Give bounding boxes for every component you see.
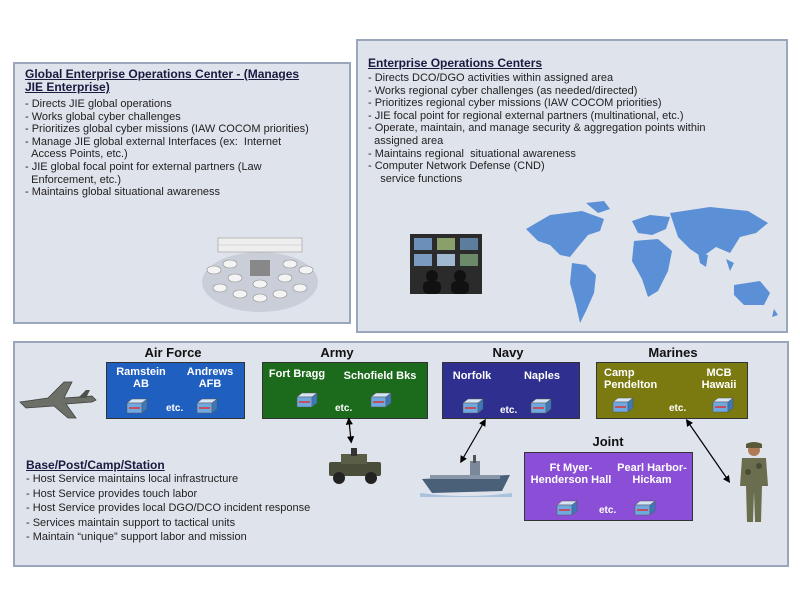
site-ft-myer-line-1: Ft Myer-	[549, 462, 593, 474]
operations-center-icon	[202, 237, 318, 312]
base-bullets: - Host Service maintains local infrastru…	[26, 472, 310, 545]
marines-etc: etc.	[669, 403, 687, 414]
gemc-bullet: Access Points, etc.)	[25, 148, 128, 161]
eoc-bullet: service functions	[368, 172, 463, 185]
gemc-bullet: - Prioritizes global cyber missions (IAW…	[25, 123, 309, 136]
network-node-icon	[370, 392, 392, 408]
eoc-panel: Enterprise Operations Centers - Directs …	[356, 39, 788, 333]
network-node-icon	[196, 398, 218, 414]
marines-soldier-arrow	[685, 419, 731, 483]
site-naples: Naples	[516, 370, 568, 382]
site-camp-pendelton: Camp Pendelton	[598, 367, 668, 391]
world-map-icon	[526, 201, 778, 323]
site-ft-myer-line-2: Henderson Hall	[530, 474, 612, 486]
site-camp-pendelton-line-1: Camp	[604, 367, 635, 379]
navy-box	[442, 362, 580, 419]
army-etc: etc.	[335, 403, 353, 414]
air-force-etc: etc.	[166, 403, 184, 414]
site-ramstein-line-2: AB	[133, 378, 149, 390]
gemc-bullet: - JIE global focal point for external pa…	[25, 160, 262, 173]
site-ramstein: Ramstein AB	[110, 366, 172, 390]
site-fort-bragg-line-1: Fort Bragg	[268, 368, 326, 380]
network-node-icon	[556, 500, 578, 516]
network-node-icon	[634, 500, 656, 516]
gemc-bullet: - Directs JIE global operations	[25, 98, 172, 110]
gemc-title-line-1: Global Enterprise Operations Center - (M…	[25, 67, 300, 81]
base-bullet: - Services maintain support to tactical …	[26, 516, 236, 529]
joint-box	[524, 452, 693, 521]
army-box	[262, 362, 428, 419]
navy-etc: etc.	[500, 405, 518, 416]
site-schofield: Schofield Bks	[334, 370, 426, 382]
eoc-bullet: - JIE focal point for regional external …	[368, 109, 684, 122]
eoc-bullet: assigned area	[368, 134, 444, 147]
service-label-air-force: Air Force	[144, 345, 202, 360]
eoc-bullet: - Maintains regional situational awarene…	[368, 147, 576, 160]
base-bullet: - Host Service maintains local infrastru…	[26, 473, 239, 485]
humvee-icon	[329, 448, 381, 484]
base-bullet: - Maintain “unique” support labor and mi…	[26, 531, 247, 544]
gemc-title-line-2: JIE Enterprise)	[25, 80, 110, 94]
network-node-icon	[712, 397, 734, 413]
site-pearl-harbor-line-1: Pearl Harbor-	[617, 462, 687, 474]
service-label-marines: Marines	[648, 345, 698, 360]
site-mcb-hawaii: MCB Hawaii	[692, 367, 746, 391]
gemc-bullet: - Maintains global situational awareness	[25, 186, 221, 199]
network-node-icon	[296, 392, 318, 408]
eoc-bullet: - Prioritizes regional cyber missions (I…	[368, 97, 662, 110]
aircraft-carrier-icon	[420, 455, 512, 497]
network-node-icon	[462, 398, 484, 414]
service-label-navy: Navy	[492, 345, 524, 360]
site-schofield-line-1: Schofield Bks	[343, 370, 417, 382]
gemc-bullet: - Manage JIE global external Interfaces …	[25, 135, 282, 148]
site-mcb-hawaii-line-1: MCB	[706, 367, 732, 379]
site-norfolk-line-1: Norfolk	[452, 370, 492, 382]
network-node-icon	[612, 397, 634, 413]
base-title: Base/Post/Camp/Station	[26, 458, 165, 472]
network-node-icon	[126, 398, 148, 414]
site-mcb-hawaii-line-2: Hawaii	[701, 379, 737, 391]
navy-carrier-arrow	[460, 418, 486, 464]
service-label-joint: Joint	[592, 434, 624, 449]
eoc-bullets: - Directs DCO/DGO activities within assi…	[368, 72, 706, 185]
site-pearl-harbor-line-2: Hickam	[632, 474, 672, 486]
base-bullet: - Host Service provides local DGO/DCO in…	[26, 502, 311, 515]
site-ramstein-line-1: Ramstein	[116, 366, 166, 378]
soldier-icon	[740, 442, 768, 522]
eoc-bullet: - Operate, maintain, and manage security…	[368, 122, 706, 135]
gemc-bullet: - Works global cyber challenges	[25, 110, 181, 123]
gemc-title: Global Enterprise Operations Center - (M…	[25, 68, 299, 94]
joint-etc: etc.	[599, 505, 617, 516]
eoc-bullet: - Computer Network Defense (CND)	[368, 160, 545, 173]
network-node-icon	[530, 398, 552, 414]
site-norfolk: Norfolk	[446, 370, 498, 382]
site-naples-line-1: Naples	[523, 370, 561, 382]
army-humvee-arrow	[345, 417, 355, 444]
eoc-bullet: - Directs DCO/DGO activities within assi…	[368, 72, 614, 84]
site-pearl-harbor: Pearl Harbor- Hickam	[610, 462, 694, 486]
eoc-title: Enterprise Operations Centers	[368, 56, 543, 70]
service-label-army: Army	[320, 345, 354, 360]
site-andrews-line-2: AFB	[198, 378, 222, 390]
site-andrews: Andrews AFB	[178, 366, 242, 390]
fighter-jet-icon	[19, 381, 97, 419]
site-fort-bragg: Fort Bragg	[264, 368, 330, 380]
eoc-bullet: - Works regional cyber challenges (as ne…	[368, 84, 638, 97]
base-bullet: - Host Service provides touch labor	[26, 487, 198, 500]
operators-screen-icon	[410, 234, 482, 294]
site-andrews-line-1: Andrews	[186, 366, 234, 378]
gemc-bullets: - Directs JIE global operations - Works …	[25, 98, 309, 199]
site-ft-myer: Ft Myer- Henderson Hall	[528, 462, 614, 486]
site-camp-pendelton-line-2: Pendelton	[604, 379, 658, 391]
gemc-panel: Global Enterprise Operations Center - (M…	[13, 62, 351, 324]
gemc-bullet: Enforcement, etc.)	[25, 173, 121, 186]
